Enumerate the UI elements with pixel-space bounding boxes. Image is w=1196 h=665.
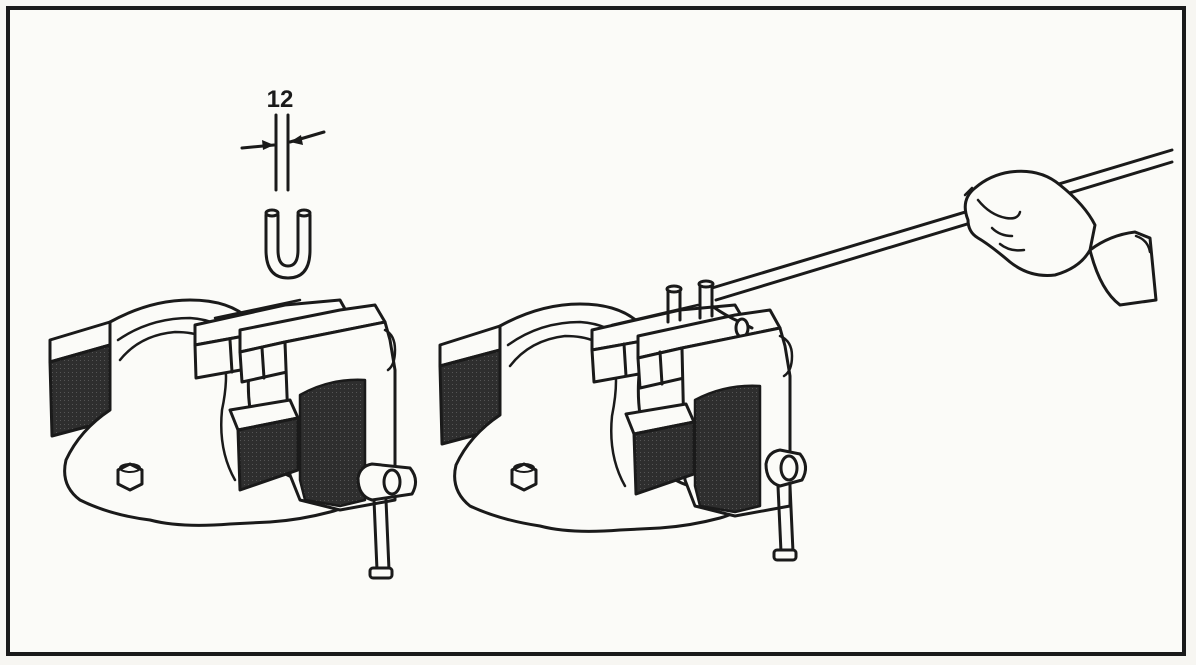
right-vise: [440, 281, 806, 560]
hand-illustration: [965, 171, 1156, 305]
u-bend-inner: [278, 215, 298, 266]
left-vise: [50, 300, 416, 578]
u-bend-outer: [266, 215, 310, 278]
u-bend-detail: [242, 115, 324, 278]
dimension-label-12: 12: [258, 88, 302, 112]
